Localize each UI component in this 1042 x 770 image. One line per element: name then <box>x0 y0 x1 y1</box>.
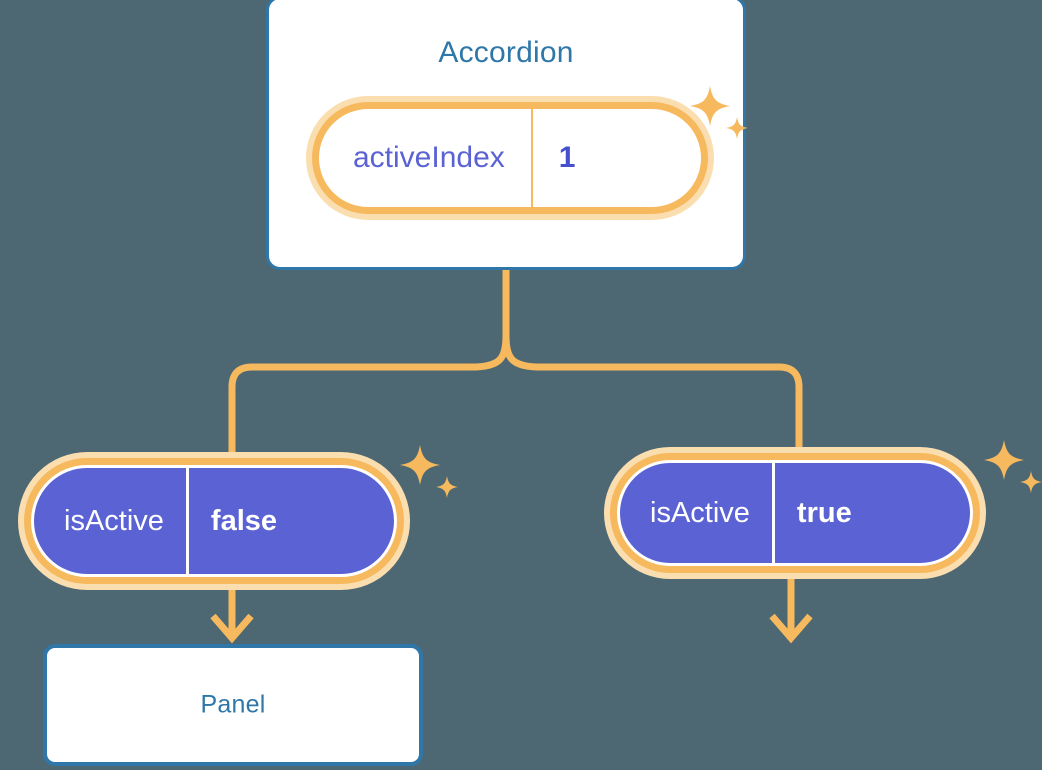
isActive-badge-right-ring-inner: isActive true <box>610 453 980 573</box>
connector-branch-right <box>502 332 803 456</box>
isActive-badge-right-key: isActive <box>650 496 750 529</box>
sparkle-icon-right <box>984 440 1042 493</box>
isActive-badge-left-key: isActive <box>64 504 164 537</box>
isActive-badge-right-value: true <box>771 463 882 563</box>
isActive-badge-left-face: isActive false <box>31 465 397 577</box>
arrow-down-icon-right <box>769 613 813 644</box>
panel-card-left-title: Panel <box>200 690 266 719</box>
isActive-badge-left-ring-inner: isActive false <box>24 458 404 584</box>
isActive-badge-right-face: isActive true <box>617 460 973 566</box>
isActive-badge-left-value: false <box>185 468 307 574</box>
isActive-badge-right[interactable]: isActive true <box>604 447 986 579</box>
activeIndex-badge-face: activeIndex 1 <box>319 109 701 207</box>
sparkle-large <box>984 440 1024 480</box>
isActive-badge-left-ring: isActive false <box>18 452 410 590</box>
sparkle-small <box>1020 471 1042 493</box>
accordion-card-title: Accordion <box>438 36 574 69</box>
isActive-badge-right-ring: isActive true <box>604 447 986 579</box>
activeIndex-badge-value: 1 <box>530 109 610 207</box>
arrow-down-icon-left <box>210 613 254 644</box>
activeIndex-badge-ring-inner: activeIndex 1 <box>312 102 708 214</box>
activeIndex-badge-ring: activeIndex 1 <box>306 96 714 220</box>
activeIndex-badge[interactable]: activeIndex 1 <box>306 96 714 220</box>
connector-branch-left <box>228 332 510 461</box>
isActive-badge-left[interactable]: isActive false <box>18 452 410 590</box>
panel-card-left[interactable]: Panel <box>43 644 423 766</box>
sparkle-small <box>436 476 458 498</box>
activeIndex-badge-key: activeIndex <box>353 141 505 174</box>
